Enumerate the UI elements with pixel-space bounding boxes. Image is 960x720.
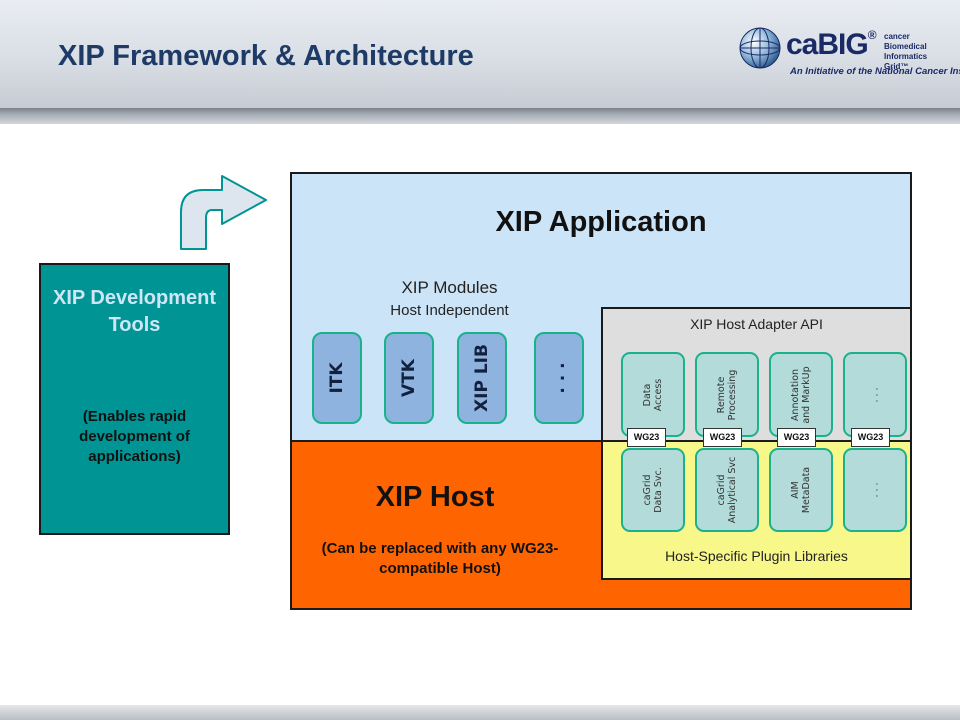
module-more: . . . <box>534 332 584 424</box>
plugin-cagrid-data-svc: caGrid Data Svc. <box>621 448 685 532</box>
adapter-title: XIP Host Adapter API <box>690 316 823 332</box>
plugin-cagrid-analytical-svc: caGrid Analytical Svc <box>695 448 759 532</box>
wg23-connector: WG23 <box>777 428 816 447</box>
globe-icon <box>739 27 781 69</box>
cabig-logo: caBIG® cancer Biomedical Informatics Gri… <box>738 22 960 82</box>
slide-header <box>0 0 960 108</box>
logo-wordmark: caBIG® <box>786 28 877 61</box>
curved-arrow-icon <box>180 175 267 250</box>
application-title: XIP Application <box>495 206 707 238</box>
module-xip-lib: XIP LIB <box>457 332 507 424</box>
slide-title: XIP Framework & Architecture <box>58 40 474 72</box>
logo-subtext: cancer Biomedical Informatics Grid™ <box>884 32 928 71</box>
wg23-connector: WG23 <box>851 428 890 447</box>
adapter-annotation-markup: Annotation and MarkUp <box>769 352 833 437</box>
header-divider <box>0 108 960 124</box>
dev-tools-description: (Enables rapid development of applicatio… <box>79 408 190 465</box>
footer-divider <box>0 705 960 720</box>
wg23-connector: WG23 <box>627 428 666 447</box>
logo-tagline: An Initiative of the National Cancer Ins… <box>790 66 960 77</box>
host-title: XIP Host <box>375 481 495 513</box>
host-description: (Can be replaced with any WG23-compatibl… <box>321 540 559 577</box>
dev-tools-box: XIP Development Tools (Enables rapid dev… <box>39 263 230 535</box>
adapter-more: . . . <box>843 352 907 437</box>
modules-title: XIP Modules <box>401 278 498 297</box>
dev-tools-title: XIP Development Tools <box>52 287 217 336</box>
wg23-connector: WG23 <box>703 428 742 447</box>
module-itk: ITK <box>312 332 362 424</box>
module-vtk: VTK <box>384 332 434 424</box>
modules-subtitle: Host Independent <box>390 302 509 319</box>
plugin-aim-metadata: AIM MetaData <box>769 448 833 532</box>
plugin-libraries-title: Host-Specific Plugin Libraries <box>665 548 848 564</box>
adapter-remote-processing: Remote Processing <box>695 352 759 437</box>
adapter-data-access: Data Access <box>621 352 685 437</box>
plugin-more: . . . <box>843 448 907 532</box>
